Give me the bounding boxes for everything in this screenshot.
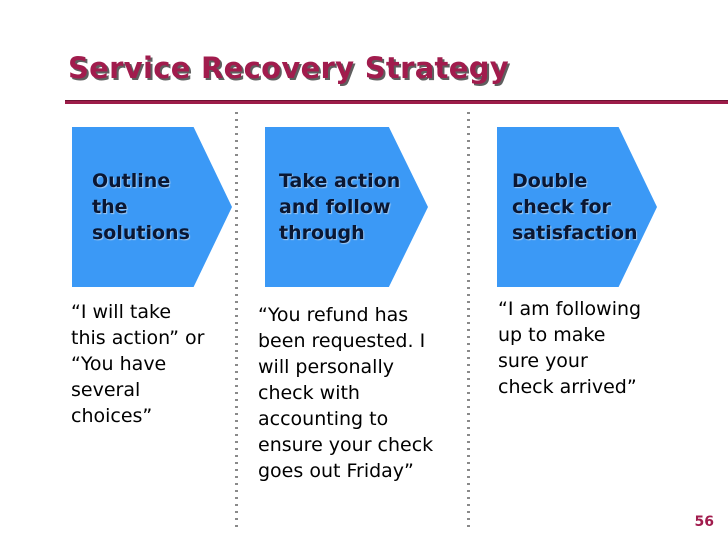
slide-title: Service Recovery Strategy xyxy=(68,51,509,85)
arrow-right-shape xyxy=(72,127,232,287)
step-arrow-take-action: Take action and follow through xyxy=(265,127,428,287)
step-arrow-double-check: Double check for satisfaction xyxy=(497,127,657,287)
step-quote-2: “You refund has been requested. I will p… xyxy=(258,304,434,482)
title-underline xyxy=(65,100,728,104)
page-number: 56 xyxy=(694,514,714,530)
step-quote-3: “I am following up to make sure your che… xyxy=(498,298,642,398)
dotted-divider-1 xyxy=(235,112,238,528)
step-arrow-label: Outline the solutions xyxy=(92,170,190,244)
arrow-right-shape xyxy=(497,127,657,287)
step-arrow-label: Take action and follow through xyxy=(279,170,401,244)
step-arrow-label: Double check for satisfaction xyxy=(512,170,638,244)
arrow-right-shape xyxy=(265,127,428,287)
step-quote-1: “I will take this action” or “You have s… xyxy=(71,301,205,427)
step-arrow-outline-solutions: Outline the solutions xyxy=(72,127,232,287)
dotted-divider-2 xyxy=(467,112,470,528)
